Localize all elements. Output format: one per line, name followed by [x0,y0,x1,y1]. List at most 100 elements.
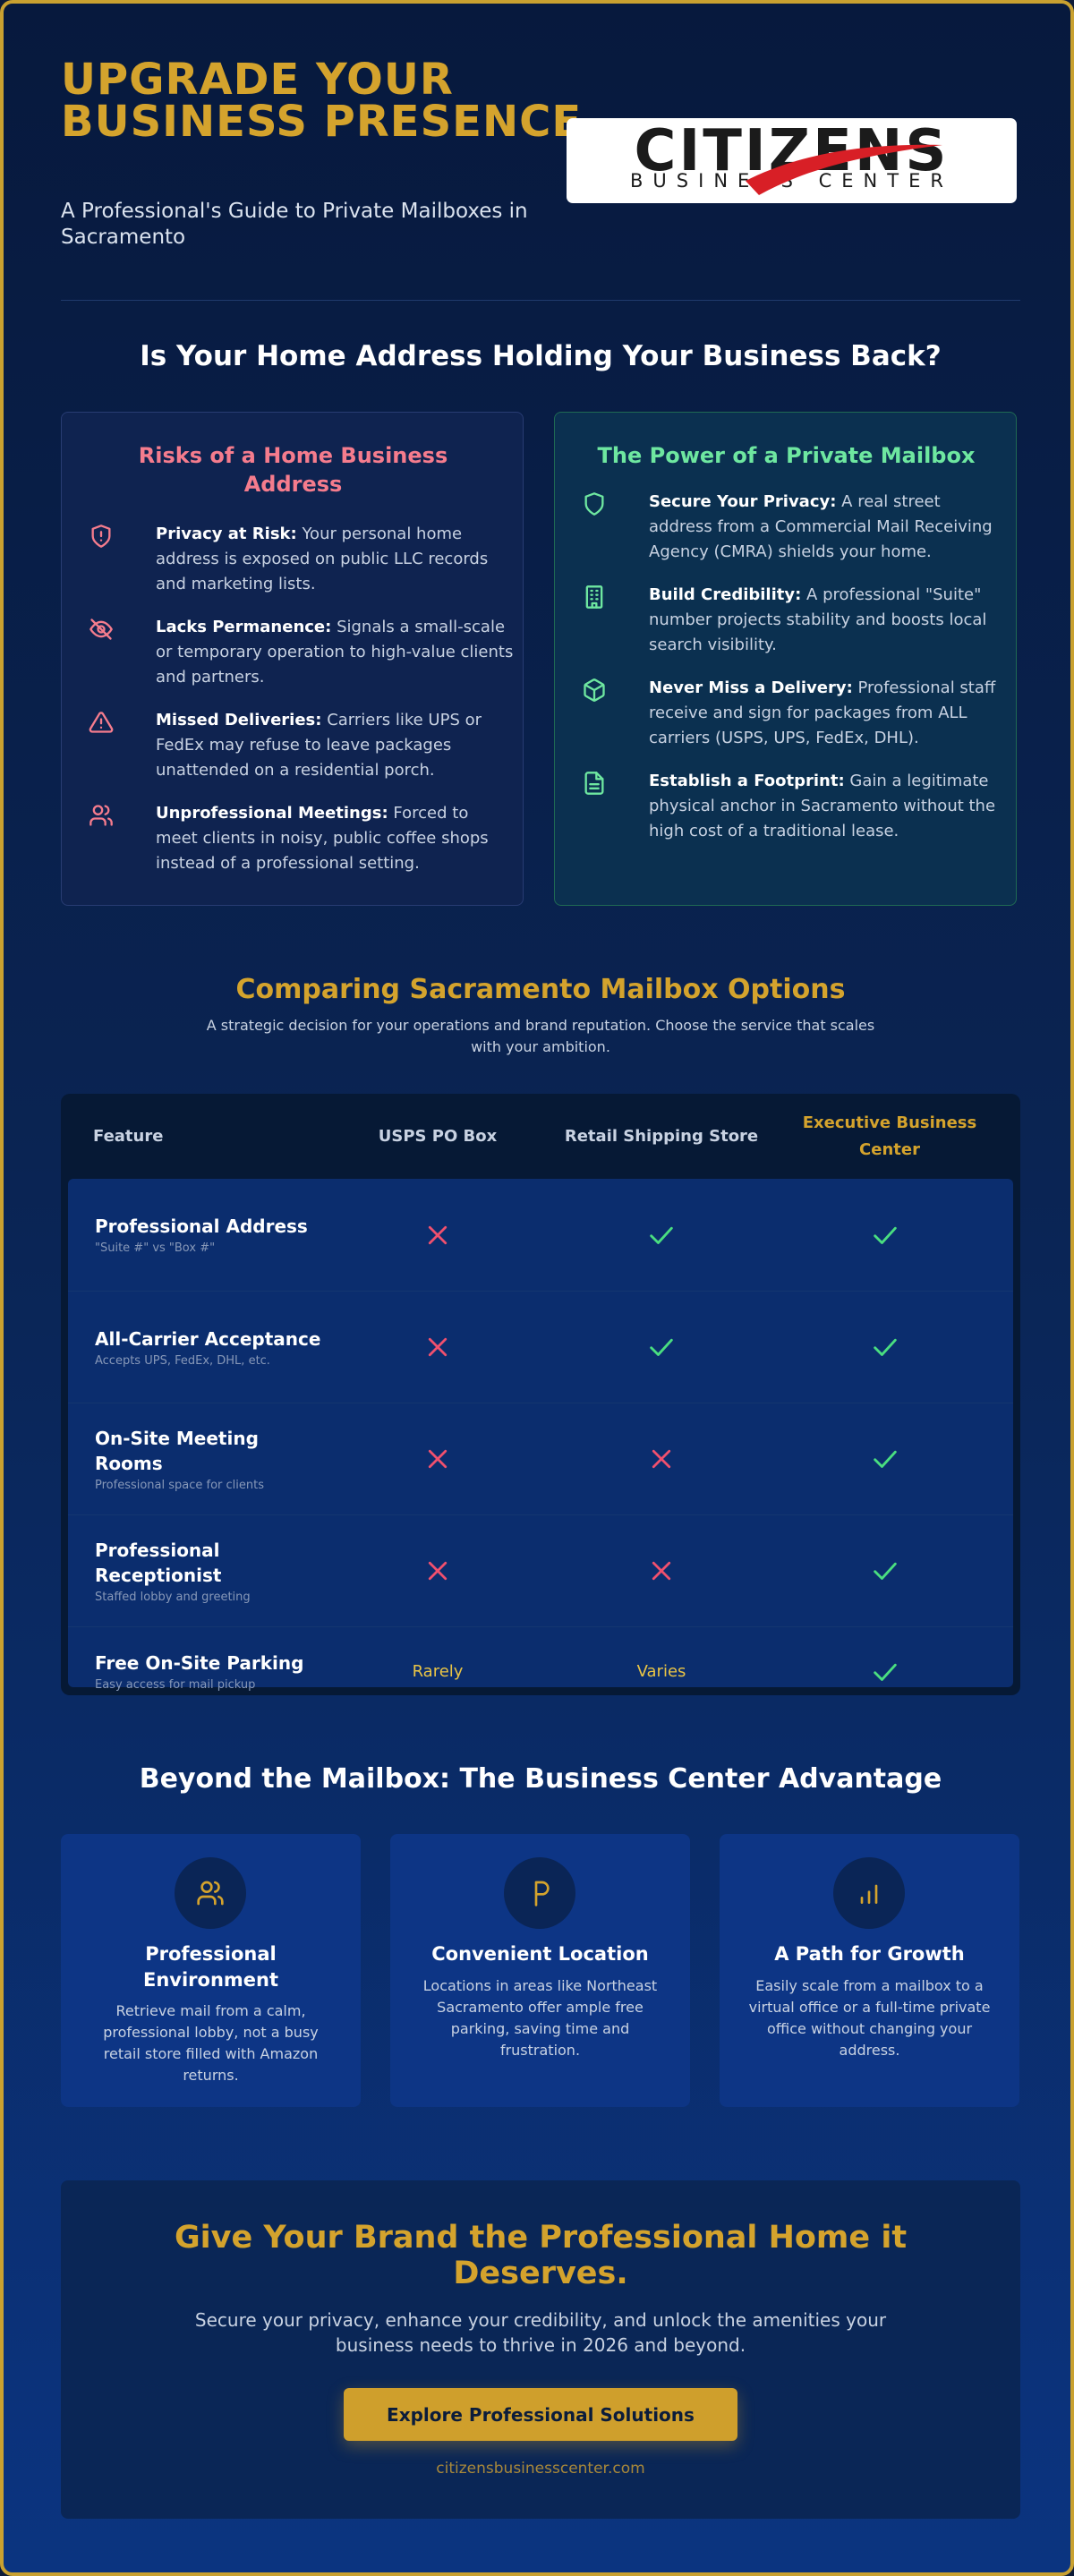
column-header-retail: Retail Shipping Store [564,1127,759,1146]
feature-name: All-Carrier Acceptance [95,1327,321,1350]
comparison-cell: Rarely [326,1627,550,1716]
risk-bold: Unprofessional Meetings: [156,804,388,823]
feature-description: Staffed lobby and greeting [95,1590,251,1604]
risk-text: Your personal home address is exposed on… [156,525,489,593]
power-bold: Establish a Footprint: [649,772,845,790]
cross-icon [652,1561,671,1581]
bar-chart-icon [860,1884,878,1904]
cell-text: Varies [636,1662,686,1681]
advantage-card-environment: Professional Environment Retrieve mail f… [61,1834,361,2107]
advantage-body: Retrieve mail from a calm, professional … [103,2002,319,2084]
advantage-card-location: Convenient Location Locations in areas l… [390,1834,690,2107]
users-icon [197,1881,224,1906]
power-title: The Power of a Private Mailbox [597,443,976,468]
power-card: The Power of a Private Mailbox Secure Yo… [554,412,1017,906]
table-body: Professional Address "Suite #" vs "Box #"… [68,1179,1013,1692]
intro-title: Is Your Home Address Holding Your Busine… [140,340,942,372]
comparison-cell: Varies [550,1627,773,1716]
advantages-title: Beyond the Mailbox: The Business Center … [139,1763,942,1795]
explore-solutions-button[interactable]: Explore Professional Solutions [344,2388,737,2441]
cross-icon [428,1337,448,1357]
cta-text: Secure your privacy, enhance your credib… [194,2309,887,2356]
feature-name: Professional Address [95,1215,308,1237]
comparison-table: Feature USPS PO Box Retail Shipping Stor… [61,1094,1020,1695]
feature-name: On-Site Meeting Rooms [95,1427,259,1474]
advantage-heading: Professional Environment [142,1943,279,1991]
citizens-logo: CITIZENS BUSINESS CENTER [567,118,1017,203]
risk-text: Signals a small-scale or temporary opera… [156,618,514,687]
comparison-cell [773,1292,997,1403]
comparison-cell [773,1179,997,1291]
check-icon [874,1226,897,1244]
risk-text: Forced to meet clients in noisy, public … [156,804,489,873]
header-divider [61,300,1020,301]
feature-name: Free On-Site Parking [95,1652,304,1674]
warning-triangle-icon [89,712,114,733]
advantage-heading: Convenient Location [431,1943,649,1965]
advantage-body: Locations in areas like Northeast Sacram… [422,1977,658,2059]
comparison-cell [326,1403,550,1514]
check-icon [874,1450,897,1468]
advantage-icon-wrap [175,1857,246,1929]
comparison-cell [773,1403,997,1514]
cross-icon [428,1449,448,1469]
logo-swoosh-icon [746,144,942,195]
comparison-cell [326,1179,550,1291]
table-header: Feature USPS PO Box Retail Shipping Stor… [61,1094,1020,1179]
power-bold: Never Miss a Delivery: [649,678,853,697]
advantage-body: Easily scale from a mailbox to a virtual… [748,1977,991,2059]
comparison-subtitle: A strategic decision for your operations… [206,1017,875,1055]
package-icon [584,678,605,702]
comparison-cell [326,1292,550,1403]
shield-alert-icon [91,525,111,548]
power-text: Gain a legitimate physical anchor in Sac… [649,772,996,840]
check-icon [650,1338,673,1356]
check-icon [650,1226,673,1244]
risk-bold: Privacy at Risk: [156,525,297,543]
shield-icon [584,492,604,516]
cta-title: Give Your Brand the Professional Home it… [174,2220,908,2291]
cross-icon [652,1449,671,1469]
comparison-cell [550,1292,773,1403]
comparison-cell [550,1403,773,1514]
headline: UPGRADE YOUR BUSINESS PRESENCE [61,55,583,147]
cell-text: Rarely [412,1662,464,1681]
risk-text: Carriers like UPS or FedEx may refuse to… [156,711,482,780]
check-icon [874,1562,897,1580]
advantage-icon-wrap [504,1857,575,1929]
comparison-cell [773,1627,997,1716]
feature-description: Easy access for mail pickup [95,1678,256,1692]
feature-name: Professional Receptionist [95,1539,222,1586]
power-bold: Build Credibility: [649,585,802,604]
comparison-cell [773,1515,997,1626]
cross-icon [428,1561,448,1581]
comparison-cell [326,1515,550,1626]
feature-description: "Suite #" vs "Box #" [95,1241,216,1255]
website-link[interactable]: citizensbusinesscenter.com [436,2460,645,2478]
feature-description: Accepts UPS, FedEx, DHL, etc. [95,1353,270,1368]
table-row: Professional Address "Suite #" vs "Box #" [68,1179,1013,1291]
column-header-feature: Feature [93,1127,164,1146]
column-header-executive: Executive Business Center [802,1113,977,1159]
risk-bold: Lacks Permanence: [156,618,332,636]
parking-icon [534,1881,550,1906]
feature-description: Professional space for clients [95,1478,265,1492]
power-text: A professional "Suite" number projects s… [649,585,987,654]
check-icon [874,1338,897,1356]
document-icon [584,772,604,795]
subhead: A Professional's Guide to Private Mailbo… [61,200,528,249]
advantage-icon-wrap [833,1857,905,1929]
power-text: A real street address from a Commercial … [649,492,993,561]
risks-card: Risks of a Home Business Address Privacy… [61,412,524,906]
feature-cell: Professional Address "Suite #" vs "Box #" [95,1179,328,1291]
comparison-cell [550,1515,773,1626]
power-text: Professional staff receive and sign for … [649,678,996,747]
